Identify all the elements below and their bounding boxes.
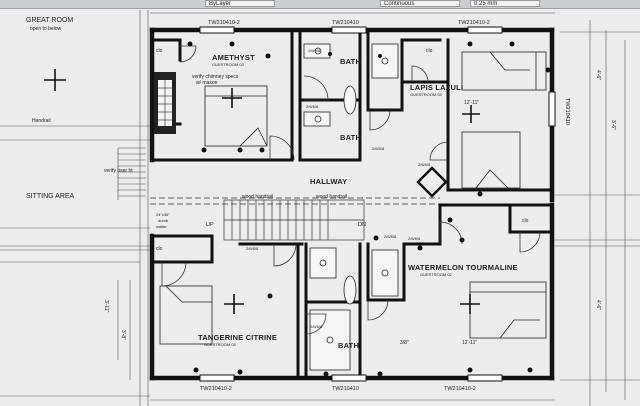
label-dumbwaiter-2: waiter xyxy=(156,224,167,229)
label-sitting-area: SITTING AREA xyxy=(26,193,75,200)
window-tag-bottom-left: TW210410-2 xyxy=(200,386,232,392)
label-open-below: open to below xyxy=(30,26,62,32)
label-chimney-2: w/ mason xyxy=(196,80,218,86)
door-tag-5: 2/6/6/8 xyxy=(408,236,421,241)
door-tag-3: 2/6/6/8 xyxy=(372,146,385,151)
cad-property-toolbar: ByLayer Continuous 0.25 mm xyxy=(0,0,640,9)
room-sub-lapis: GUESTROOM 04 xyxy=(410,92,443,97)
window-tag-bottom-right: TW210410-2 xyxy=(444,386,476,392)
door-tag-1: 2/6/6/8 xyxy=(308,48,321,53)
construction-lines xyxy=(0,10,640,406)
bath-fixtures xyxy=(303,43,399,371)
room-name-bath-mid: BATH xyxy=(340,133,361,142)
window-tag-bottom-mid: TW210410 xyxy=(332,386,359,392)
door-tag-7: 2/6/6/8 xyxy=(310,324,323,329)
label-wood-handrail-2: wood handrail xyxy=(316,194,347,200)
window-tag-top-left: TW210410-2 xyxy=(208,20,240,26)
ceiling-light-marks xyxy=(44,69,480,314)
door-swings xyxy=(161,45,541,335)
angled-wall xyxy=(416,166,448,198)
interior-walls xyxy=(150,28,554,380)
door-tag-8: 2/6/6/8 xyxy=(384,234,397,239)
label-great-room: GREAT ROOM xyxy=(26,17,73,24)
room-name-lapis: LAPIS LAZULI xyxy=(410,83,463,92)
room-name-amethyst: AMETHYST xyxy=(212,53,255,62)
dimension-lapis-width: 12'-11" xyxy=(464,100,479,106)
label-closet-1: clo xyxy=(156,48,163,54)
fireplace xyxy=(154,72,176,134)
window-tag-top-mid: TW210410 xyxy=(332,20,359,26)
label-closet-2: clo xyxy=(426,48,433,54)
room-sub-tangerine: GUESTROOM 05 xyxy=(204,342,237,347)
dimension-watermelon-width: 12'-11" xyxy=(462,340,477,346)
dimension-right-mid: 3'-6" xyxy=(610,120,616,130)
window-markers xyxy=(199,26,556,382)
window-tag-right-side: TW210410 xyxy=(564,98,570,125)
label-stair-up: UP xyxy=(206,222,214,228)
linetype-select[interactable]: Continuous xyxy=(380,0,460,7)
room-name-hallway: HALLWAY xyxy=(310,177,347,186)
label-closet-3: clo xyxy=(522,218,529,224)
door-tag-6: 2/6/6/8 xyxy=(246,246,259,251)
dimension-left-bottom-2: 3'-8" xyxy=(120,330,126,340)
label-dumbwaiter-1: dumb xyxy=(158,218,169,223)
door-tag-2: 2/6/6/8 xyxy=(306,104,319,109)
room-name-bath-top: BATH xyxy=(340,57,361,66)
label-wood-handrail-1: wood handrail xyxy=(242,194,273,200)
room-name-bath-bottom: BATH xyxy=(338,341,359,350)
dimension-right-top: 4'-6" xyxy=(595,70,601,80)
label-verify-riser: verify riser ht xyxy=(104,168,133,174)
label-handrail: Handrail xyxy=(32,118,51,124)
dimension-small: 3/8" xyxy=(400,340,409,346)
door-tag-4: 2/6/6/8 xyxy=(418,162,431,167)
label-chimney-1: verify chimney specs xyxy=(192,74,239,80)
room-sub-watermelon: GUESTROOM 02 xyxy=(420,272,453,277)
room-name-tangerine: TANGERINE CITRINE xyxy=(198,333,277,342)
dimension-left-bottom: 3'-11" xyxy=(103,300,109,313)
dimension-right-bottom: 4'-6" xyxy=(595,300,601,310)
layer-select[interactable]: ByLayer xyxy=(205,0,275,7)
label-dumbwaiter-size: 24"x36" xyxy=(156,212,170,217)
plan-labels: GREAT ROOM open to below Handrail SITTIN… xyxy=(26,17,616,392)
label-stair-dn: DN xyxy=(358,222,366,228)
room-name-watermelon: WATERMELON TOURMALINE xyxy=(408,263,518,272)
room-sub-amethyst: GUESTROOM 03 xyxy=(212,62,245,67)
window-tag-top-right: TW210410-2 xyxy=(458,20,490,26)
outlets xyxy=(187,41,551,377)
side-stair xyxy=(117,147,146,200)
lineweight-select[interactable]: 0.25 mm xyxy=(470,0,540,7)
label-closet-4: clo xyxy=(156,246,163,252)
main-stair xyxy=(150,197,440,241)
